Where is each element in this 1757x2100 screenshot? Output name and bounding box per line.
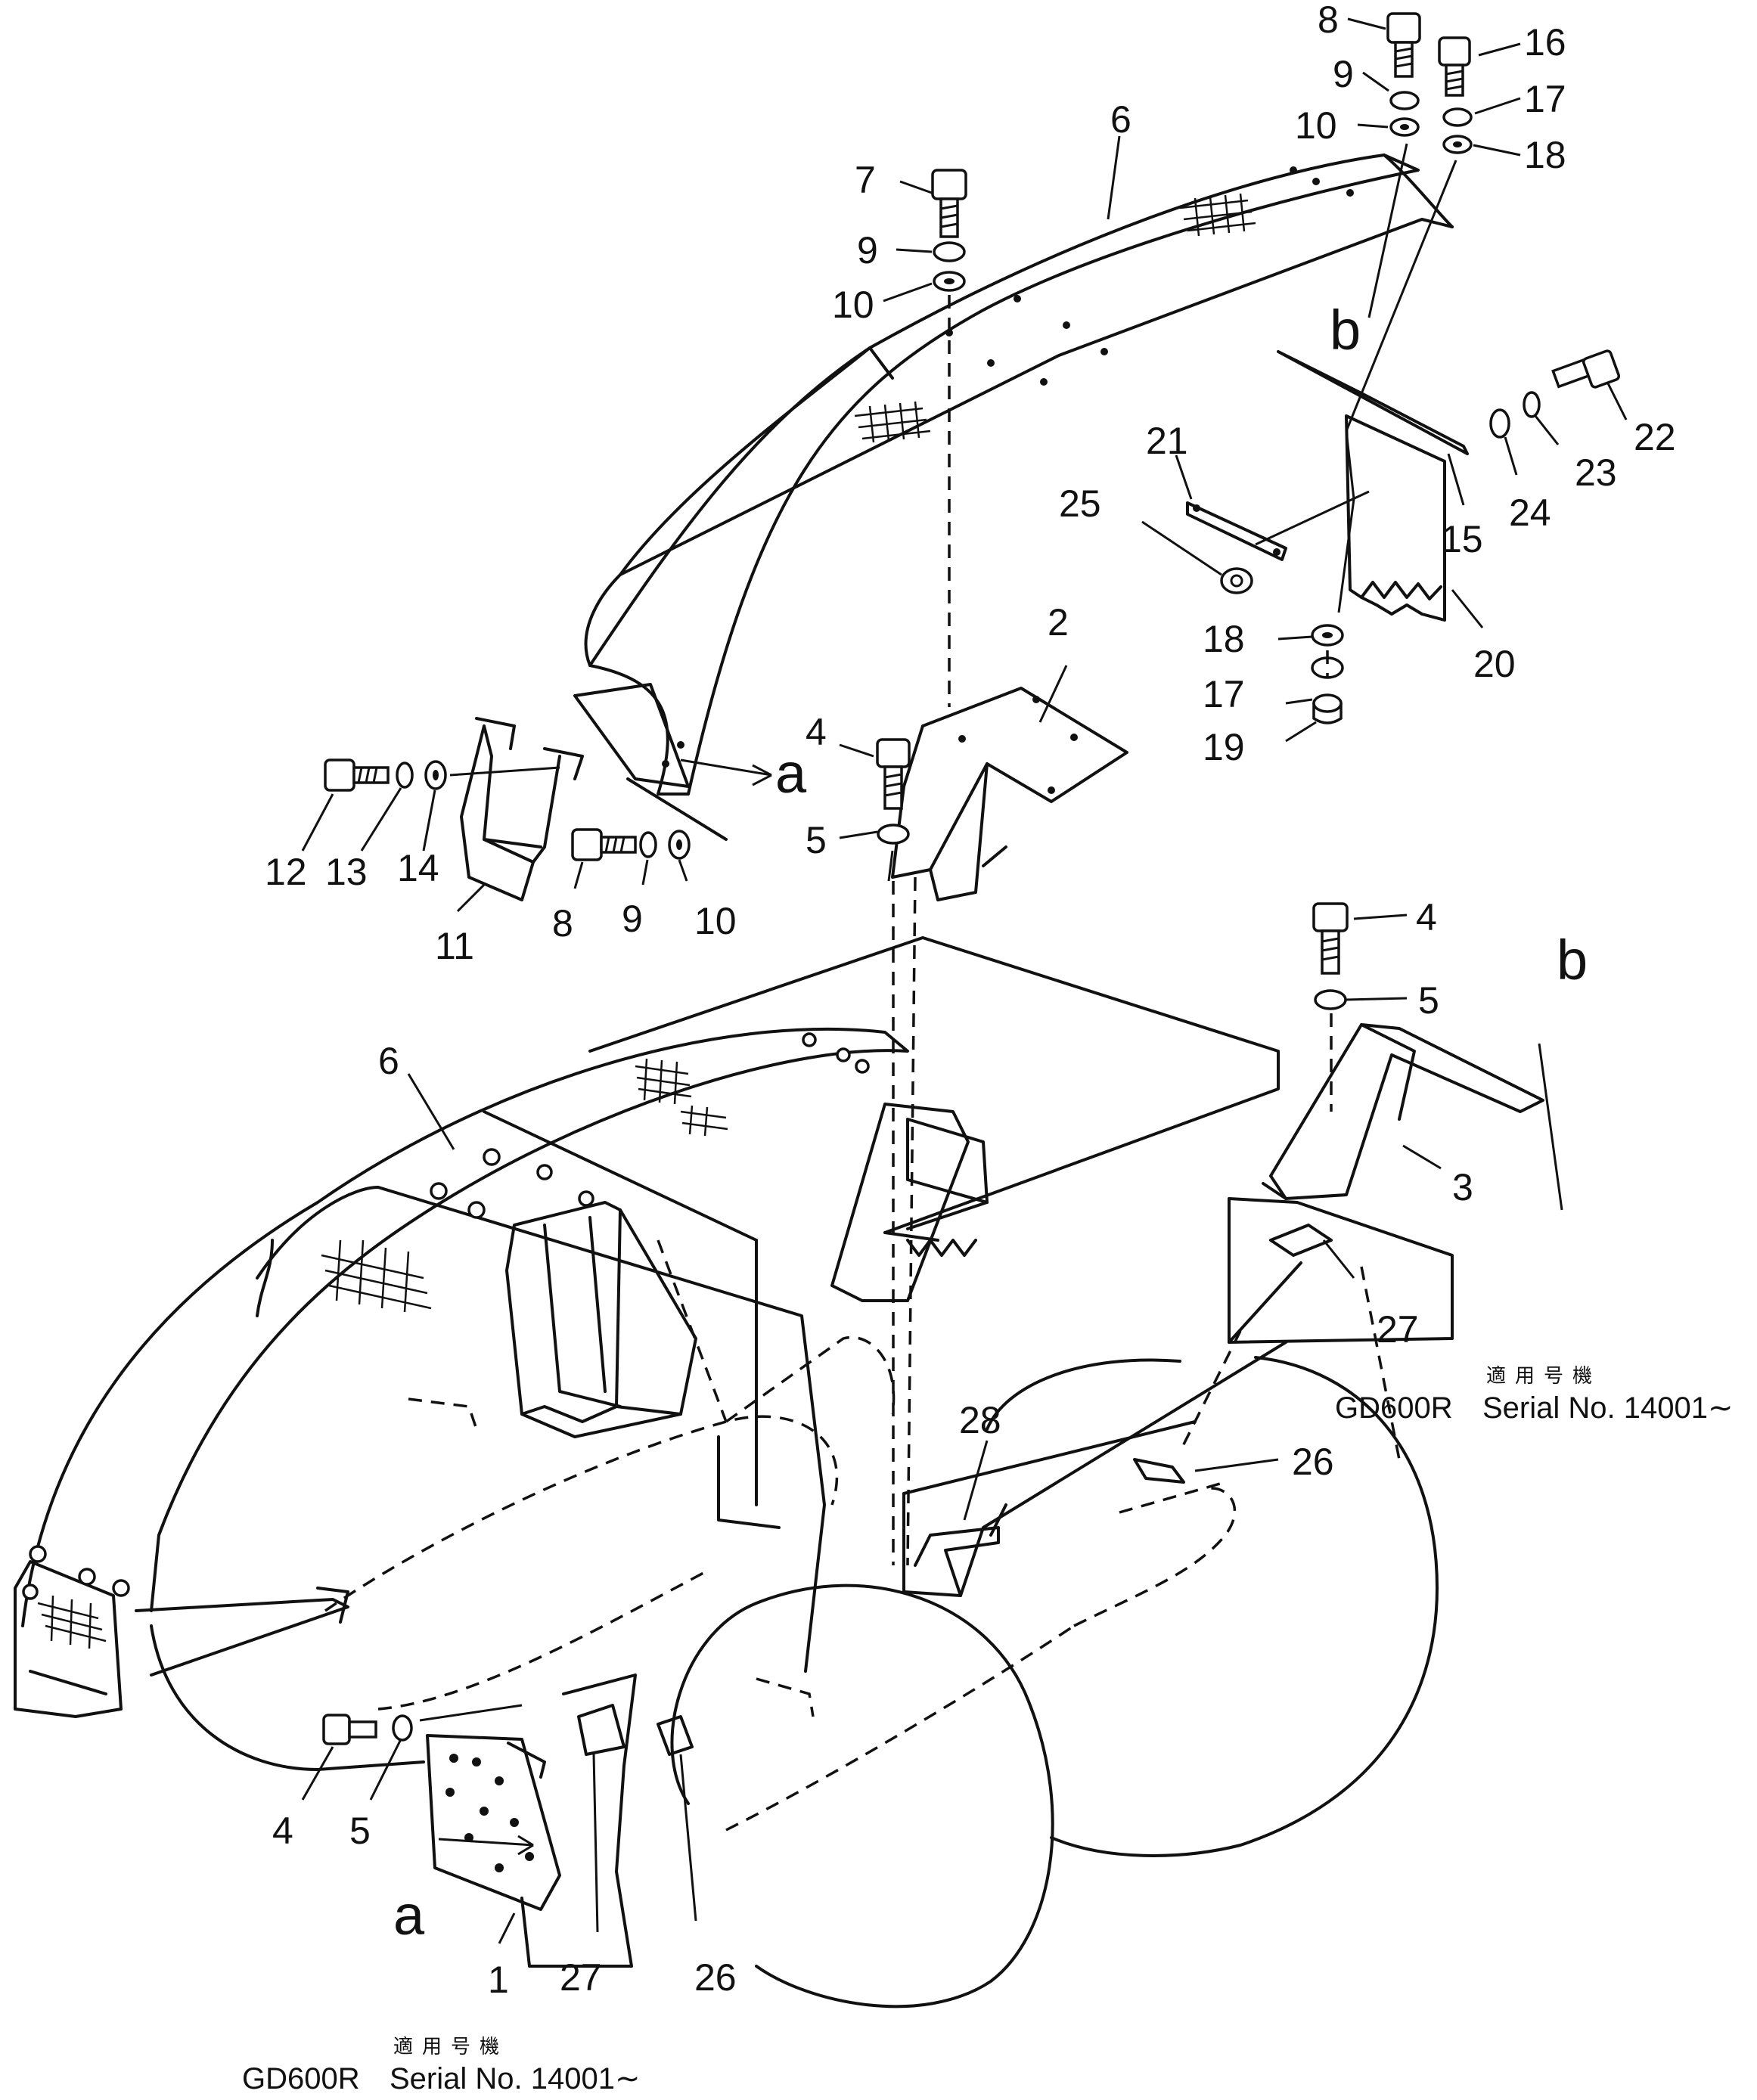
note-bottom-jp: 適用号機: [393, 2036, 508, 2058]
step-ladder-11: [460, 717, 584, 901]
callout-19: 19: [1203, 726, 1245, 768]
note-bottom: 適用号機 GD600R Serial No. 14001∼: [242, 2036, 640, 2095]
callout-10-left: 10: [694, 900, 737, 942]
callout-4-upper: 4: [806, 711, 827, 753]
washers-top-right: [1389, 91, 1473, 154]
reference-letters: a a b b: [393, 299, 1588, 1946]
note-right-model: GD600R: [1335, 1391, 1453, 1425]
ref-a-top: a: [775, 742, 807, 805]
callout-24: 24: [1509, 492, 1551, 534]
callout-5-upper: 5: [806, 819, 827, 861]
leader-lines: [419, 143, 1563, 1856]
callout-18-top: 18: [1524, 134, 1566, 176]
callout-5-bottom: 5: [349, 1810, 371, 1852]
hardware-bolt-8-top: [1386, 12, 1421, 78]
upper-fender-assembly: [573, 154, 1454, 841]
hardware-bolt-7: [931, 169, 967, 292]
callout-22: 22: [1634, 416, 1676, 458]
callouts: 1 2 3 4 4 4 5 5 5 6 6 7 8 8 9 9 9: [265, 0, 1676, 2001]
callout-14: 14: [397, 847, 439, 889]
callout-9-left: 9: [622, 898, 643, 940]
callout-4-bottom: 4: [272, 1810, 293, 1852]
hardware-bolt-4-upper: [876, 738, 911, 845]
mud-flap-20: [1277, 350, 1469, 622]
callout-1: 1: [488, 1959, 509, 2001]
callout-7: 7: [855, 159, 876, 201]
callout-9-top: 9: [1333, 53, 1354, 95]
washers-bottom-right: [1311, 624, 1344, 724]
callout-8-left: 8: [552, 902, 573, 945]
callout-18-bottom: 18: [1203, 618, 1245, 660]
callout-2: 2: [1048, 601, 1069, 644]
note-bottom-serial: Serial No. 14001∼: [390, 2062, 640, 2095]
note-right: 適用号機 GD600R Serial No. 14001∼: [1335, 1365, 1733, 1425]
nonslip-pad-hatch-1: [1179, 193, 1256, 237]
nonslip-pad-hatch-2: [854, 401, 931, 443]
callout-26-bottom: 26: [694, 1956, 737, 1999]
hardware-bolt-12: [324, 758, 447, 792]
note-right-jp: 適用号機: [1486, 1365, 1601, 1388]
callout-25: 25: [1059, 482, 1101, 525]
ref-a-bottom: a: [393, 1884, 425, 1946]
strip-21: [1186, 501, 1287, 561]
assembly-dash-lines: [892, 295, 1333, 1566]
callout-20: 20: [1473, 643, 1516, 685]
callout-6-top: 6: [1110, 98, 1131, 141]
callout-17-bottom: 17: [1203, 673, 1245, 715]
bracket-3: [1262, 1023, 1544, 1200]
hardware-bolt-4-right: [1312, 902, 1349, 1010]
hardware-bolt-22: [1489, 349, 1621, 439]
note-right-serial: Serial No. 14001∼: [1482, 1391, 1733, 1425]
callout-17-top: 17: [1524, 78, 1566, 120]
callout-13: 13: [325, 851, 368, 893]
callout-8-top: 8: [1318, 0, 1339, 41]
hardware-bolt-8-left: [571, 828, 691, 861]
callout-27-right: 27: [1377, 1308, 1419, 1351]
callout-6-assembled: 6: [378, 1040, 399, 1082]
callout-16: 16: [1524, 21, 1566, 64]
callout-3: 3: [1452, 1166, 1473, 1208]
callout-28: 28: [959, 1399, 1001, 1441]
hardware-bolt-16: [1438, 36, 1471, 97]
callout-27-bottom: 27: [560, 1956, 602, 1999]
assembled-fender-view: [14, 936, 1454, 2008]
ref-b-right: b: [1557, 929, 1588, 991]
callout-9-upper: 9: [857, 229, 878, 271]
callout-11: 11: [435, 925, 474, 967]
nut-25: [1220, 567, 1253, 594]
callout-23: 23: [1575, 451, 1617, 494]
note-bottom-model: GD600R: [242, 2062, 360, 2095]
callout-12: 12: [265, 851, 307, 893]
callout-26-right: 26: [1292, 1441, 1334, 1483]
callout-10-top: 10: [1295, 104, 1337, 147]
callout-10-upper: 10: [832, 284, 874, 326]
ref-b-top: b: [1330, 299, 1361, 361]
support-bracket-2: [891, 687, 1128, 901]
callout-5-right: 5: [1418, 979, 1439, 1022]
callout-4-right: 4: [1416, 896, 1437, 938]
callout-21: 21: [1146, 420, 1188, 462]
callout-15: 15: [1441, 518, 1483, 560]
